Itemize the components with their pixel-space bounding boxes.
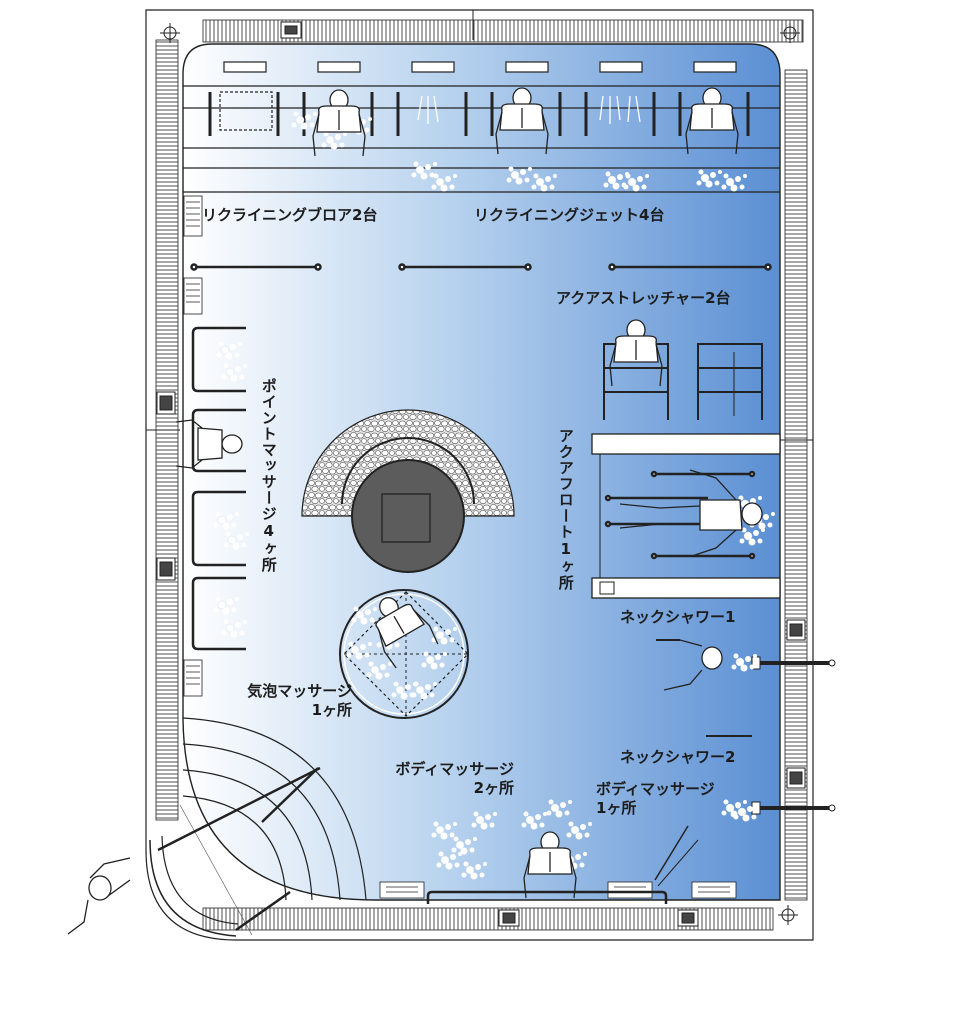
walking-person bbox=[67, 857, 131, 935]
neck-shower-person bbox=[662, 639, 723, 691]
lane-rails bbox=[190, 263, 772, 271]
neck-shower-1 bbox=[656, 639, 836, 672]
pool-outer-frame bbox=[145, 9, 814, 941]
label-body-massage-b-line2: 1ヶ所 bbox=[596, 798, 637, 817]
label-body-massage-a: ボディマッサージ 2ヶ所 bbox=[372, 760, 514, 798]
label-bubble-massage-line1: 気泡マッサージ bbox=[247, 682, 352, 700]
label-reclining-blower: リクライニングブロア2台 bbox=[202, 206, 378, 224]
label-body-massage-a-line1: ボディマッサージ bbox=[395, 760, 514, 778]
label-aqua-float: アクアフロート1ヶ所 bbox=[556, 428, 575, 591]
label-reclining-jet: リクライニングジェット4台 bbox=[474, 206, 665, 224]
label-aqua-stretcher: アクアストレッチャー2台 bbox=[556, 289, 731, 307]
label-body-massage-b-line1: ボディマッサージ bbox=[596, 780, 715, 798]
neck-shower-2 bbox=[706, 735, 836, 822]
aqua-float-bed bbox=[591, 433, 781, 599]
label-neck-shower-1: ネックシャワー1 bbox=[620, 608, 736, 626]
central-island bbox=[301, 409, 515, 573]
label-body-massage-a-line2: 2ヶ所 bbox=[473, 778, 514, 797]
label-bubble-massage: 気泡マッサージ 1ヶ所 bbox=[222, 682, 352, 720]
drain-fixtures bbox=[156, 21, 806, 927]
label-body-massage-b: ボディマッサージ 1ヶ所 bbox=[596, 780, 715, 818]
point-massage-seats bbox=[191, 326, 246, 651]
reclining-zone bbox=[183, 61, 780, 193]
label-bubble-massage-line2: 1ヶ所 bbox=[311, 700, 352, 719]
entry-steps bbox=[149, 717, 367, 937]
body-massage-rail bbox=[426, 825, 699, 904]
label-point-massage: ポイントマッサージ4ヶ所 bbox=[259, 378, 278, 573]
floating-person bbox=[619, 469, 763, 557]
wall-grilles bbox=[183, 195, 737, 899]
label-neck-shower-2: ネックシャワー2 bbox=[620, 748, 736, 766]
recliner-jets bbox=[417, 95, 641, 124]
corner-markers bbox=[160, 23, 800, 925]
